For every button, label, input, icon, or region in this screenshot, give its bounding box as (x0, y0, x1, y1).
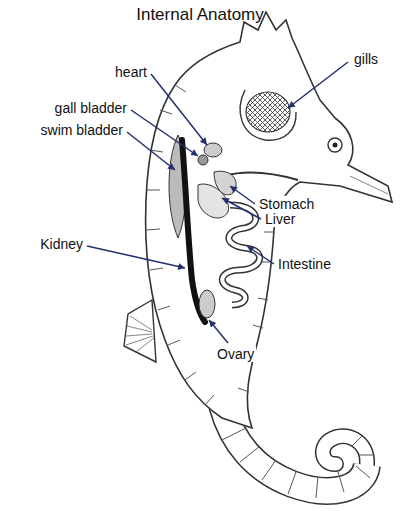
gill-cover (240, 90, 296, 140)
part-label: Kidney (38, 236, 85, 252)
ovary (199, 290, 215, 318)
gall-bladder (198, 155, 208, 165)
part-label: gall bladder (53, 100, 129, 116)
leader-line (247, 246, 274, 264)
part-label: Liver (263, 211, 297, 227)
part-label: Ovary (215, 346, 256, 362)
leader-line (131, 110, 198, 156)
diagram-title: Internal Anatomy (0, 5, 400, 25)
intestine-outline (222, 205, 259, 305)
part-label: swim bladder (39, 122, 125, 138)
stomach (214, 171, 236, 195)
leader-line (288, 62, 348, 108)
tail-ridges (222, 428, 374, 498)
eye (328, 138, 342, 152)
dorsal-fin (124, 300, 156, 362)
pupil (333, 143, 338, 148)
leader-line (127, 132, 175, 170)
leader-line (230, 186, 255, 204)
gills (246, 92, 290, 132)
intestine-fill (222, 205, 259, 305)
tail-coil-fill (323, 436, 367, 465)
leader-line (151, 74, 207, 145)
part-label: heart (113, 64, 149, 80)
leader-line (87, 246, 185, 268)
leader-line (222, 198, 261, 219)
part-label: Intestine (276, 256, 333, 272)
tail-coil-outline (323, 436, 367, 465)
part-label: Stomach (257, 196, 316, 212)
leader-line (209, 320, 228, 343)
body-ridges (147, 85, 274, 405)
part-label: gills (352, 51, 380, 67)
body-outline (146, 12, 392, 428)
snout-line (350, 176, 388, 194)
